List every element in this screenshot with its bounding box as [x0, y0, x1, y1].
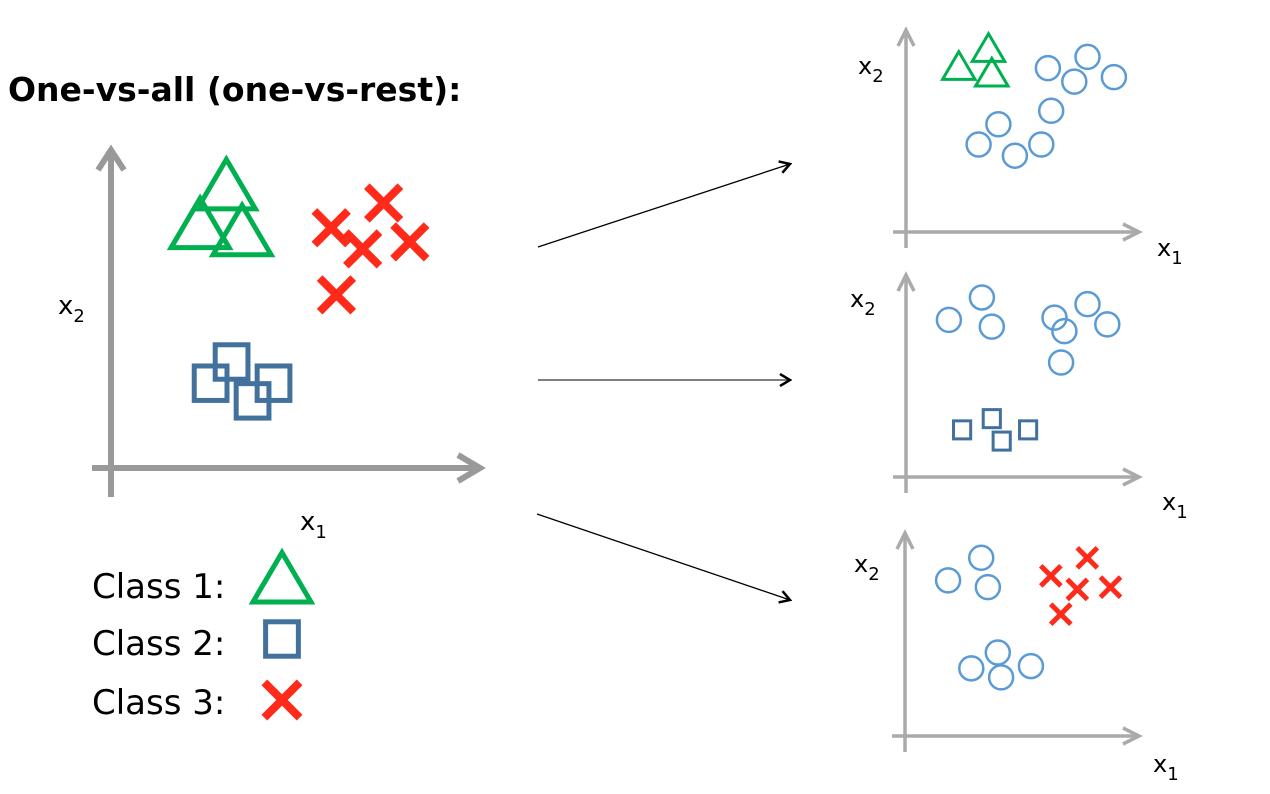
data-point-class1-triangle — [192, 154, 260, 212]
legend-label-class2: Class 2: — [92, 624, 225, 664]
data-point-rest-circle — [978, 313, 1006, 340]
data-point-class3-cross — [1048, 602, 1073, 627]
legend-marks — [248, 547, 316, 721]
sub-plot-marks — [939, 30, 1128, 169]
data-point-class2-square — [1018, 419, 1039, 441]
y-axis-label: x2 — [58, 291, 85, 327]
data-point-rest-circle — [1100, 63, 1128, 91]
x-axis-label: x1 — [1153, 750, 1179, 785]
data-point-rest-circle — [968, 284, 996, 311]
data-point-rest-circle — [985, 111, 1012, 138]
data-point-rest-circle — [935, 306, 963, 334]
legend-cross-icon — [261, 679, 303, 721]
data-point-rest-circle — [934, 567, 962, 594]
y-axis-arrow-icon — [896, 26, 916, 47]
legend: Class 1: Class 2: Class 3: — [92, 547, 316, 723]
data-point-rest-circle — [1041, 304, 1068, 331]
data-point-rest-circle — [1094, 311, 1121, 338]
x-axis-arrow-icon — [456, 452, 486, 484]
main-plot-marks — [166, 154, 430, 421]
legend-label-class1: Class 1: — [92, 567, 225, 607]
data-point-rest-circle — [1028, 131, 1055, 158]
data-point-class3-cross — [364, 183, 404, 223]
arrow-to-class3-plot — [536, 513, 790, 600]
page-title: One-vs-all (one-vs-rest): — [8, 70, 461, 109]
data-point-rest-circle — [1074, 43, 1101, 71]
arrow-to-class1-plot — [537, 164, 790, 248]
legend-label-class3: Class 3: — [92, 683, 225, 723]
data-point-class3-cross — [1065, 577, 1090, 602]
data-point-class3-cross — [1098, 575, 1123, 599]
y-axis — [95, 144, 127, 497]
y-axis-label: x2 — [850, 285, 876, 320]
x-axis-arrow-icon — [1122, 222, 1143, 242]
data-point-rest-circle — [965, 131, 992, 158]
data-point-class3-cross — [390, 222, 430, 262]
data-point-rest-circle — [1047, 349, 1075, 376]
data-point-class2-square — [233, 381, 272, 421]
data-point-class1-triangle — [972, 55, 1011, 88]
data-point-rest-circle — [1074, 290, 1101, 318]
x-axis-arrow-icon — [1122, 726, 1143, 746]
data-point-rest-circle — [1034, 54, 1062, 82]
x-axis-label: x1 — [1162, 488, 1188, 523]
data-point-class3-cross — [1038, 564, 1063, 588]
x-axis — [92, 452, 486, 484]
sub-plot-class1-vs-rest: x2 x1 — [858, 26, 1183, 269]
y-axis-label: x2 — [854, 550, 880, 585]
data-point-rest-circle — [1001, 142, 1029, 169]
data-point-class3-cross — [343, 229, 383, 269]
data-point-rest-circle — [967, 544, 995, 572]
y-axis-arrow-icon — [95, 144, 127, 172]
data-point-class1-triangle — [166, 193, 234, 251]
x-axis-label: x1 — [300, 507, 327, 543]
data-point-class2-square — [952, 419, 973, 441]
y-axis-arrow-icon — [895, 529, 915, 550]
sub-plot-marks — [935, 284, 1121, 452]
x-axis-arrow-icon — [1122, 467, 1143, 487]
data-point-rest-circle — [1051, 317, 1078, 345]
data-point-class3-cross — [1075, 545, 1100, 570]
y-axis-arrow-icon — [896, 271, 916, 292]
data-point-rest-circle — [987, 664, 1015, 691]
data-point-rest-circle — [1037, 97, 1065, 125]
data-point-rest-circle — [1017, 652, 1045, 680]
main-plot: x2 x1 — [58, 144, 486, 543]
data-point-rest-circle — [958, 655, 985, 682]
data-point-rest-circle — [974, 573, 1002, 601]
data-point-class1-triangle — [969, 30, 1008, 63]
sub-plot-class2-vs-rest: x2 x1 — [850, 271, 1188, 523]
y-axis-label: x2 — [858, 52, 884, 87]
data-point-class3-cross — [316, 275, 357, 315]
data-point-class2-square — [212, 342, 251, 382]
transition-arrows — [536, 164, 790, 600]
data-point-class2-square — [191, 363, 230, 403]
data-point-rest-circle — [1061, 68, 1088, 95]
legend-square-icon — [263, 619, 301, 659]
legend-triangle-icon — [248, 547, 316, 605]
x-axis-label: x1 — [1157, 234, 1183, 269]
data-point-class1-triangle — [939, 48, 978, 81]
data-point-class2-square — [981, 408, 1002, 430]
data-point-class1-triangle — [208, 200, 276, 258]
data-point-class3-cross — [311, 208, 351, 248]
sub-plot-marks — [934, 544, 1123, 691]
sub-plot-class3-vs-rest: x2 x1 — [854, 529, 1179, 785]
data-point-rest-circle — [984, 639, 1012, 666]
data-point-class2-square — [991, 430, 1012, 452]
